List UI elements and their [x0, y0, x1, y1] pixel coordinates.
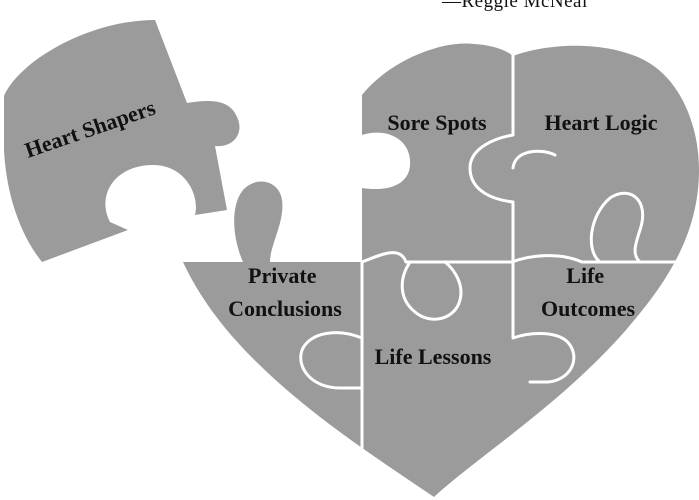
- quote-attribution: —Reggie McNeal: [442, 0, 699, 14]
- label-private-conclusions: Private Conclusions: [228, 263, 342, 321]
- label-heart-logic: Heart Logic: [544, 110, 657, 135]
- seam-vertical-right: [468, 53, 576, 384]
- piece-heart-shapers: [4, 20, 240, 262]
- label-life-lessons: Life Lessons: [375, 344, 492, 369]
- seam-sore-spots-tab: [511, 149, 557, 170]
- seam-life-lessons-tab: [400, 260, 463, 321]
- heart-body: [183, 43, 699, 497]
- label-life-outcomes: Life Outcomes: [541, 263, 636, 321]
- attribution-text: —Reggie McNeal: [442, 0, 588, 12]
- seam-heart-logic-tab: [589, 191, 645, 264]
- seam-bottom-left: [299, 331, 364, 390]
- label-sore-spots: Sore Spots: [387, 110, 487, 135]
- sore-spots-cutout: [362, 132, 411, 190]
